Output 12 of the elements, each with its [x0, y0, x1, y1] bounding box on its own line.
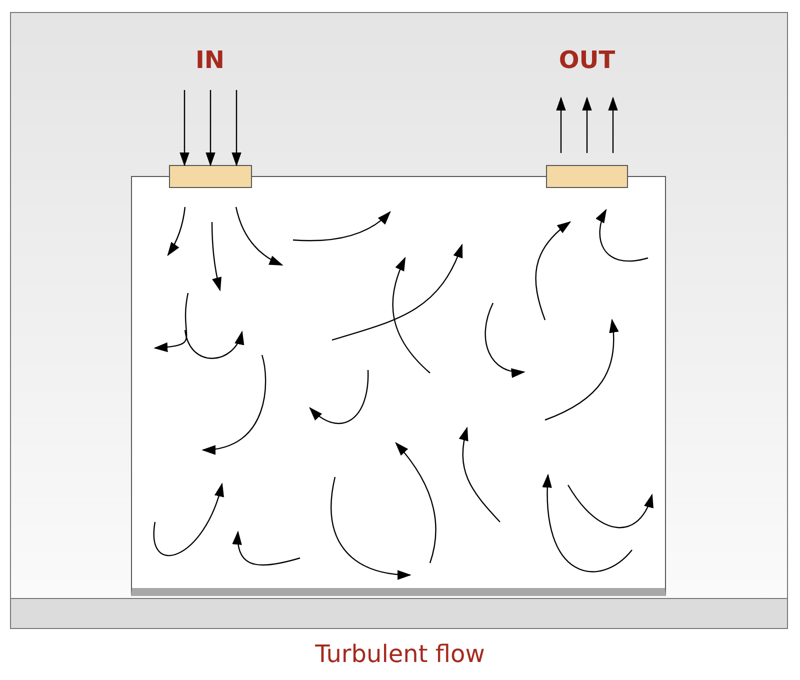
arrow [582, 96, 592, 153]
inlet-label: IN [196, 46, 224, 74]
arrow [206, 90, 216, 166]
chamber-box [131, 176, 666, 596]
caption: Turbulent flow [315, 640, 485, 668]
arrow [556, 96, 566, 153]
arrow [608, 96, 618, 153]
arrow [180, 90, 190, 166]
arrow [232, 90, 242, 166]
inlet-port [169, 165, 252, 188]
outlet-label: OUT [558, 46, 616, 74]
outlet-port [546, 165, 628, 188]
